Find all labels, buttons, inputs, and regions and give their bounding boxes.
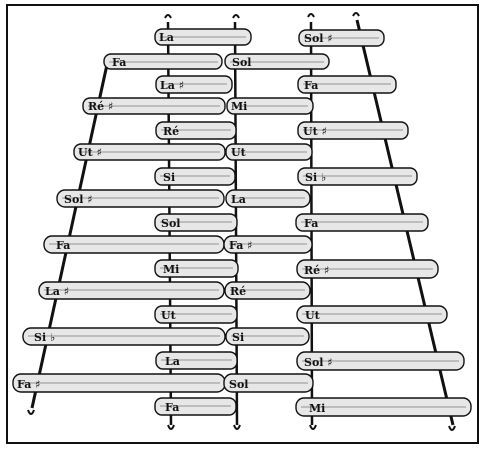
- rope-end-top-3: [307, 13, 315, 18]
- left-bar-7: Si ♭: [22, 327, 226, 346]
- right-bar-label-3: Ut ♯: [303, 125, 327, 138]
- middle-right-bar-label-7: Si: [232, 331, 244, 344]
- middle-bar-label-5: Sol: [161, 217, 180, 230]
- left-bar-label-1: Fa: [112, 56, 126, 69]
- rope-end-bottom-1: [27, 409, 35, 415]
- right-bar-2: Fa: [297, 75, 397, 94]
- left-bar-label-4: Sol ♯: [64, 193, 93, 206]
- middle-right-bar-5: Fa ♯: [223, 235, 313, 254]
- right-bar-label-5: Fa: [304, 217, 318, 230]
- middle-bar-1: La: [154, 28, 252, 46]
- middle-right-bar-2: Mi: [226, 97, 314, 115]
- left-bar-label-7: Si ♭: [34, 331, 55, 344]
- middle-right-bar-3: Ut: [225, 143, 313, 161]
- middle-bar-7: Ut: [154, 305, 238, 324]
- left-bar-1: Fa: [103, 53, 223, 70]
- rope-end-top-2: [232, 14, 240, 19]
- middle-bar-8: La: [155, 351, 238, 370]
- rope-end-bottom-3: [233, 424, 241, 430]
- middle-bar-5: Sol: [154, 213, 238, 232]
- middle-right-bar-label-5: Fa ♯: [229, 239, 253, 252]
- left-bar-label-3: Ut ♯: [78, 146, 102, 159]
- right-bar-label-1: Sol ♯: [304, 32, 333, 45]
- rope-end-top-1: [164, 14, 172, 19]
- rope-end-bottom-4: [309, 424, 317, 430]
- middle-right-bar-1: Sol: [224, 53, 330, 70]
- right-bar-label-4: Si ♭: [305, 171, 326, 184]
- left-bar-label-6: La ♯: [45, 285, 69, 298]
- middle-right-bar-label-4: La: [231, 193, 246, 206]
- left-bar-label-8: Fa ♯: [17, 378, 41, 391]
- right-bar-label-2: Fa: [304, 79, 318, 92]
- middle-right-bar-label-3: Ut: [231, 146, 247, 159]
- middle-bar-label-9: Fa: [165, 401, 179, 414]
- middle-right-bar-8: Sol: [223, 373, 314, 393]
- middle-bar-label-1: La: [159, 31, 174, 44]
- middle-bar-label-6: Mi: [163, 263, 179, 276]
- right-bar-5: Fa: [295, 213, 429, 232]
- right-bar-label-6: Ré ♯: [304, 264, 329, 277]
- middle-bar-2: La ♯: [155, 75, 233, 94]
- left-bar-4: Sol ♯: [56, 189, 225, 208]
- middle-bar-4: Si: [154, 167, 236, 186]
- rope-end-bottom-2: [167, 424, 175, 430]
- right-bar-4: Si ♭: [297, 167, 418, 186]
- left-bar-label-5: Fa: [56, 239, 70, 252]
- right-bar-label-7: Ut: [305, 309, 321, 322]
- left-support-line: [30, 59, 110, 409]
- left-bar-6: La ♯: [38, 281, 225, 300]
- middle-right-bar-label-2: Mi: [231, 100, 247, 113]
- middle-right-bar-4: La: [225, 189, 311, 208]
- rope-end-top-4: [352, 12, 360, 17]
- right-bar-1: Sol ♯: [298, 29, 385, 47]
- middle-bar-label-4: Si: [163, 171, 175, 184]
- right-bar-label-8: Sol ♯: [304, 356, 333, 369]
- middle-bar-label-2: La ♯: [160, 79, 184, 92]
- middle-right-bar-label-8: Sol: [229, 378, 248, 391]
- middle-bar-label-7: Ut: [161, 309, 177, 322]
- middle-bar-label-3: Ré: [163, 125, 179, 138]
- middle-right-bar-7: Si: [225, 327, 310, 346]
- left-bar-label-2: Ré ♯: [88, 100, 113, 113]
- middle-right-bar-label-6: Ré: [230, 285, 246, 298]
- middle-right-bar-6: Ré: [224, 281, 311, 300]
- rope-end-bottom-5: [448, 425, 456, 431]
- middle-bar-label-8: La: [165, 355, 180, 368]
- right-bar-3: Ut ♯: [297, 121, 409, 140]
- middle-right-bar-label-1: Sol: [232, 56, 251, 69]
- left-bar-8: Fa ♯: [12, 373, 226, 393]
- right-bar-label-9: Mi: [309, 402, 325, 415]
- outer-border: [6, 4, 479, 444]
- right-bar-9: Mi: [295, 397, 472, 417]
- left-bar-5: Fa: [43, 235, 225, 254]
- left-bar-2: Ré ♯: [82, 97, 226, 115]
- right-bar-7: Ut: [296, 305, 448, 324]
- middle-bar-9: Fa: [154, 397, 237, 416]
- right-bar-6: Ré ♯: [296, 259, 439, 279]
- left-bar-3: Ut ♯: [73, 143, 226, 161]
- right-bar-8: Sol ♯: [296, 351, 465, 371]
- middle-bar-6: Mi: [154, 259, 239, 278]
- middle-bar-3: Ré: [155, 121, 237, 140]
